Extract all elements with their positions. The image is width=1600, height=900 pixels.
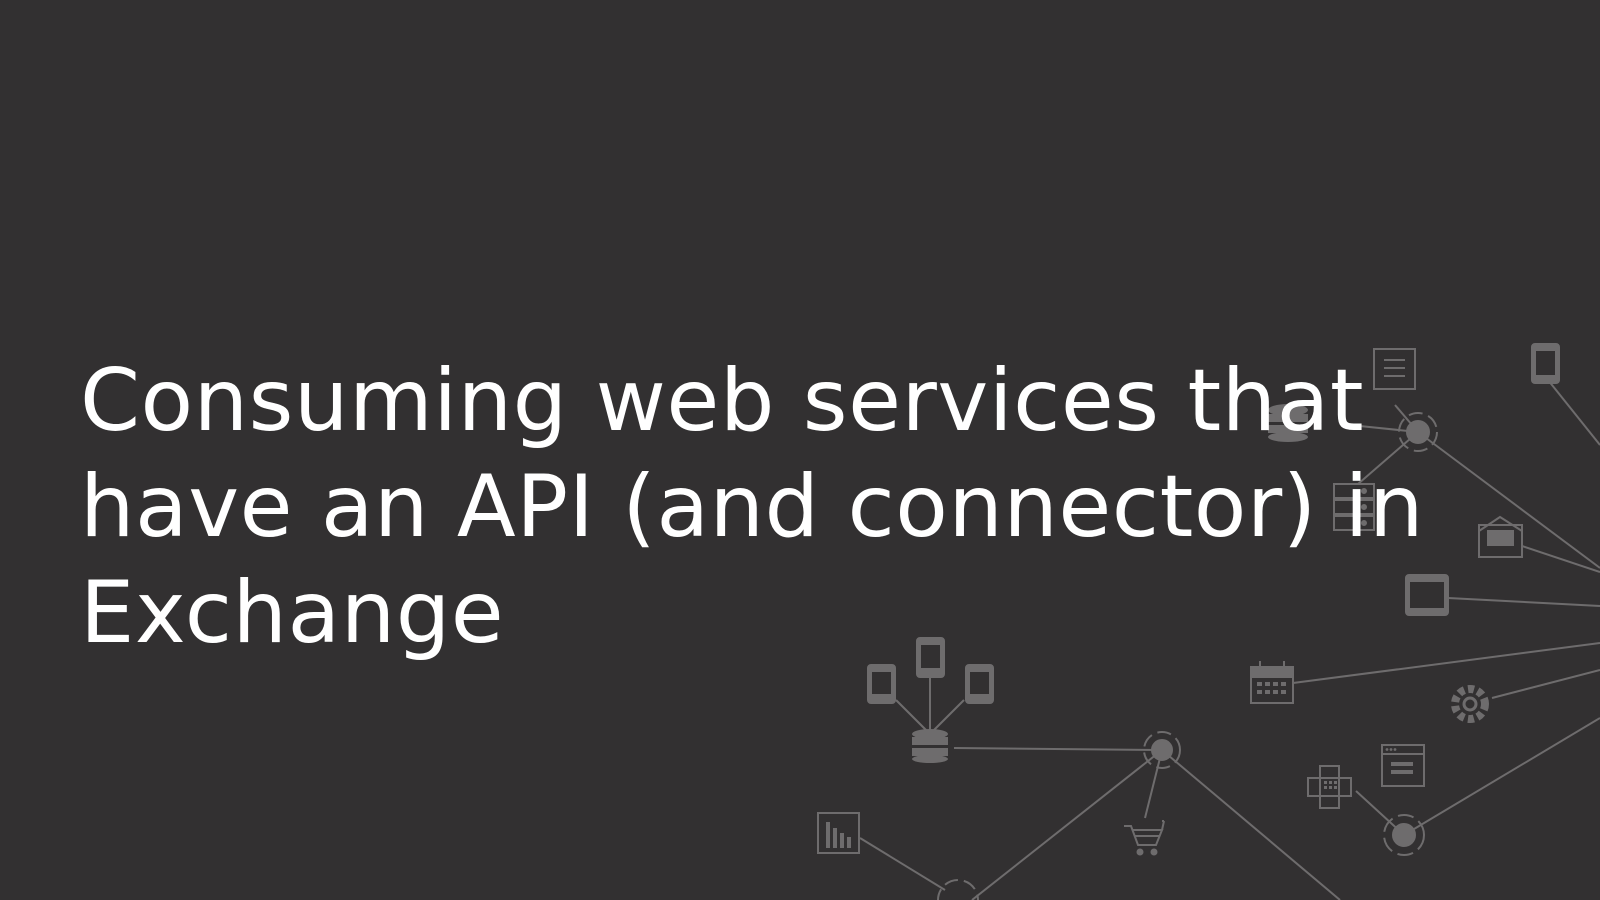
- hub-node-icon: [1392, 823, 1416, 847]
- shopping-cart-icon: [1124, 820, 1165, 856]
- gear-icon: [1451, 685, 1489, 723]
- mobile-phone-icon: [867, 664, 896, 704]
- mobile-phone-icon: [916, 637, 945, 678]
- hub-node-icon: [1406, 420, 1430, 444]
- bar-chart-icon: [817, 812, 860, 854]
- slide-title-line: have an API (and connector) in: [80, 457, 1425, 557]
- slide-title-line: Consuming web services that: [80, 351, 1365, 451]
- slide-title: Consuming web services that have an API …: [80, 348, 1520, 666]
- hub-node-icon: [937, 879, 979, 900]
- database-icon: [912, 729, 948, 763]
- hub-node-icon: [1398, 412, 1438, 452]
- mobile-phone-icon: [965, 664, 994, 704]
- hub-node-icon: [1383, 814, 1425, 856]
- server-icon: [1333, 483, 1375, 531]
- hub-node-icon: [1151, 739, 1173, 761]
- database-icon: [1268, 404, 1308, 442]
- email-icon: [1478, 515, 1523, 558]
- plug-icon: [1307, 765, 1352, 809]
- calendar-icon: [1250, 661, 1294, 704]
- document-icon: [1373, 348, 1416, 390]
- tablet-icon: [1405, 574, 1449, 616]
- slide-title-line: Exchange: [80, 563, 505, 663]
- hub-node-icon: [1143, 731, 1181, 769]
- mobile-phone-icon: [1531, 343, 1560, 384]
- browser-window-icon: [1381, 744, 1425, 787]
